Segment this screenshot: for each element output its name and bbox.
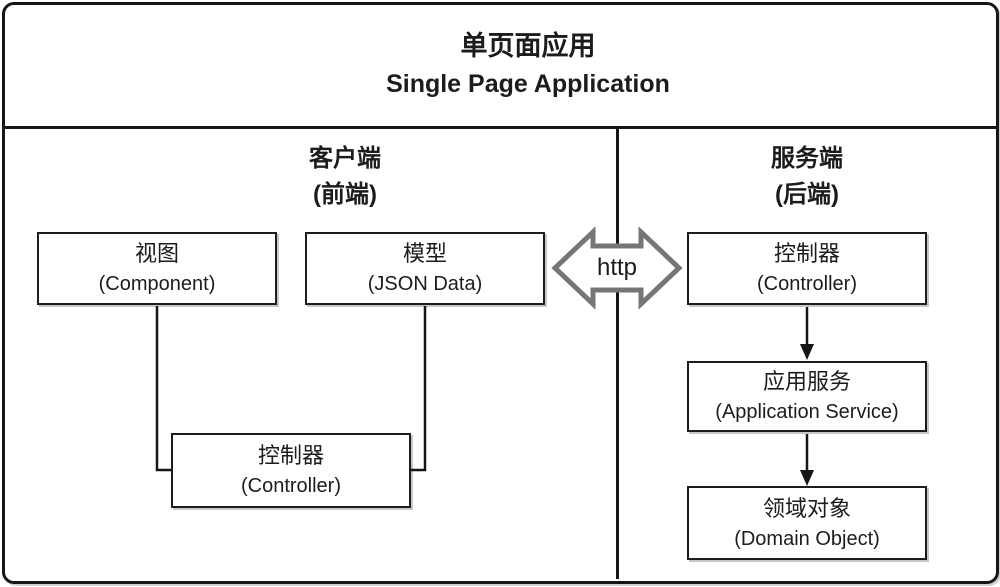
client-panel-header: 客户端 (前端): [309, 141, 381, 213]
box-domain-object: 领域对象 (Domain Object): [687, 486, 927, 560]
server-panel-header: 服务端 (后端): [771, 141, 843, 213]
diagram-title: 单页面应用 Single Page Application: [386, 27, 670, 103]
server-header-zh: 服务端: [771, 145, 843, 172]
box-server-controller-label-en: (Controller): [756, 273, 858, 295]
http-label: http: [596, 254, 638, 281]
box-client-controller-label-en: (Controller): [240, 475, 342, 497]
model-to-controller-line: [410, 306, 427, 472]
box-server-controller: 控制器 (Controller): [687, 232, 927, 305]
box-application-service-label-zh: 应用服务: [762, 369, 851, 394]
title-separator-line: [4, 126, 996, 129]
controller-to-appservice-arrowhead: [800, 344, 814, 360]
title-en: Single Page Application: [386, 70, 670, 98]
box-view-label-zh: 视图: [134, 241, 179, 266]
box-model-label-zh: 模型: [402, 241, 447, 266]
box-model-label-en: (JSON Data): [367, 273, 483, 295]
box-domain-object-label-zh: 领域对象: [762, 495, 851, 521]
box-application-service: 应用服务 (Application Service): [687, 361, 927, 432]
box-view-label-en: (Component): [98, 273, 216, 295]
view-to-controller-line: [155, 306, 172, 472]
box-view: 视图 (Component): [37, 232, 277, 305]
box-server-controller-label-zh: 控制器: [773, 241, 840, 266]
box-client-controller: 控制器 (Controller): [171, 433, 411, 508]
box-application-service-label-en: (Application Service): [715, 401, 899, 423]
client-header-zh: 客户端: [309, 145, 381, 172]
box-client-controller-label-zh: 控制器: [257, 443, 324, 468]
appservice-to-domain-arrowhead: [800, 470, 814, 486]
title-zh: 单页面应用: [460, 31, 596, 61]
http-double-arrow-icon: [551, 226, 683, 310]
server-header-en: (后端): [775, 181, 839, 208]
box-model: 模型 (JSON Data): [305, 232, 545, 305]
client-server-divider-line: [616, 129, 619, 579]
box-domain-object-label-en: (Domain Object): [734, 527, 880, 550]
client-header-en: (前端): [313, 181, 377, 208]
